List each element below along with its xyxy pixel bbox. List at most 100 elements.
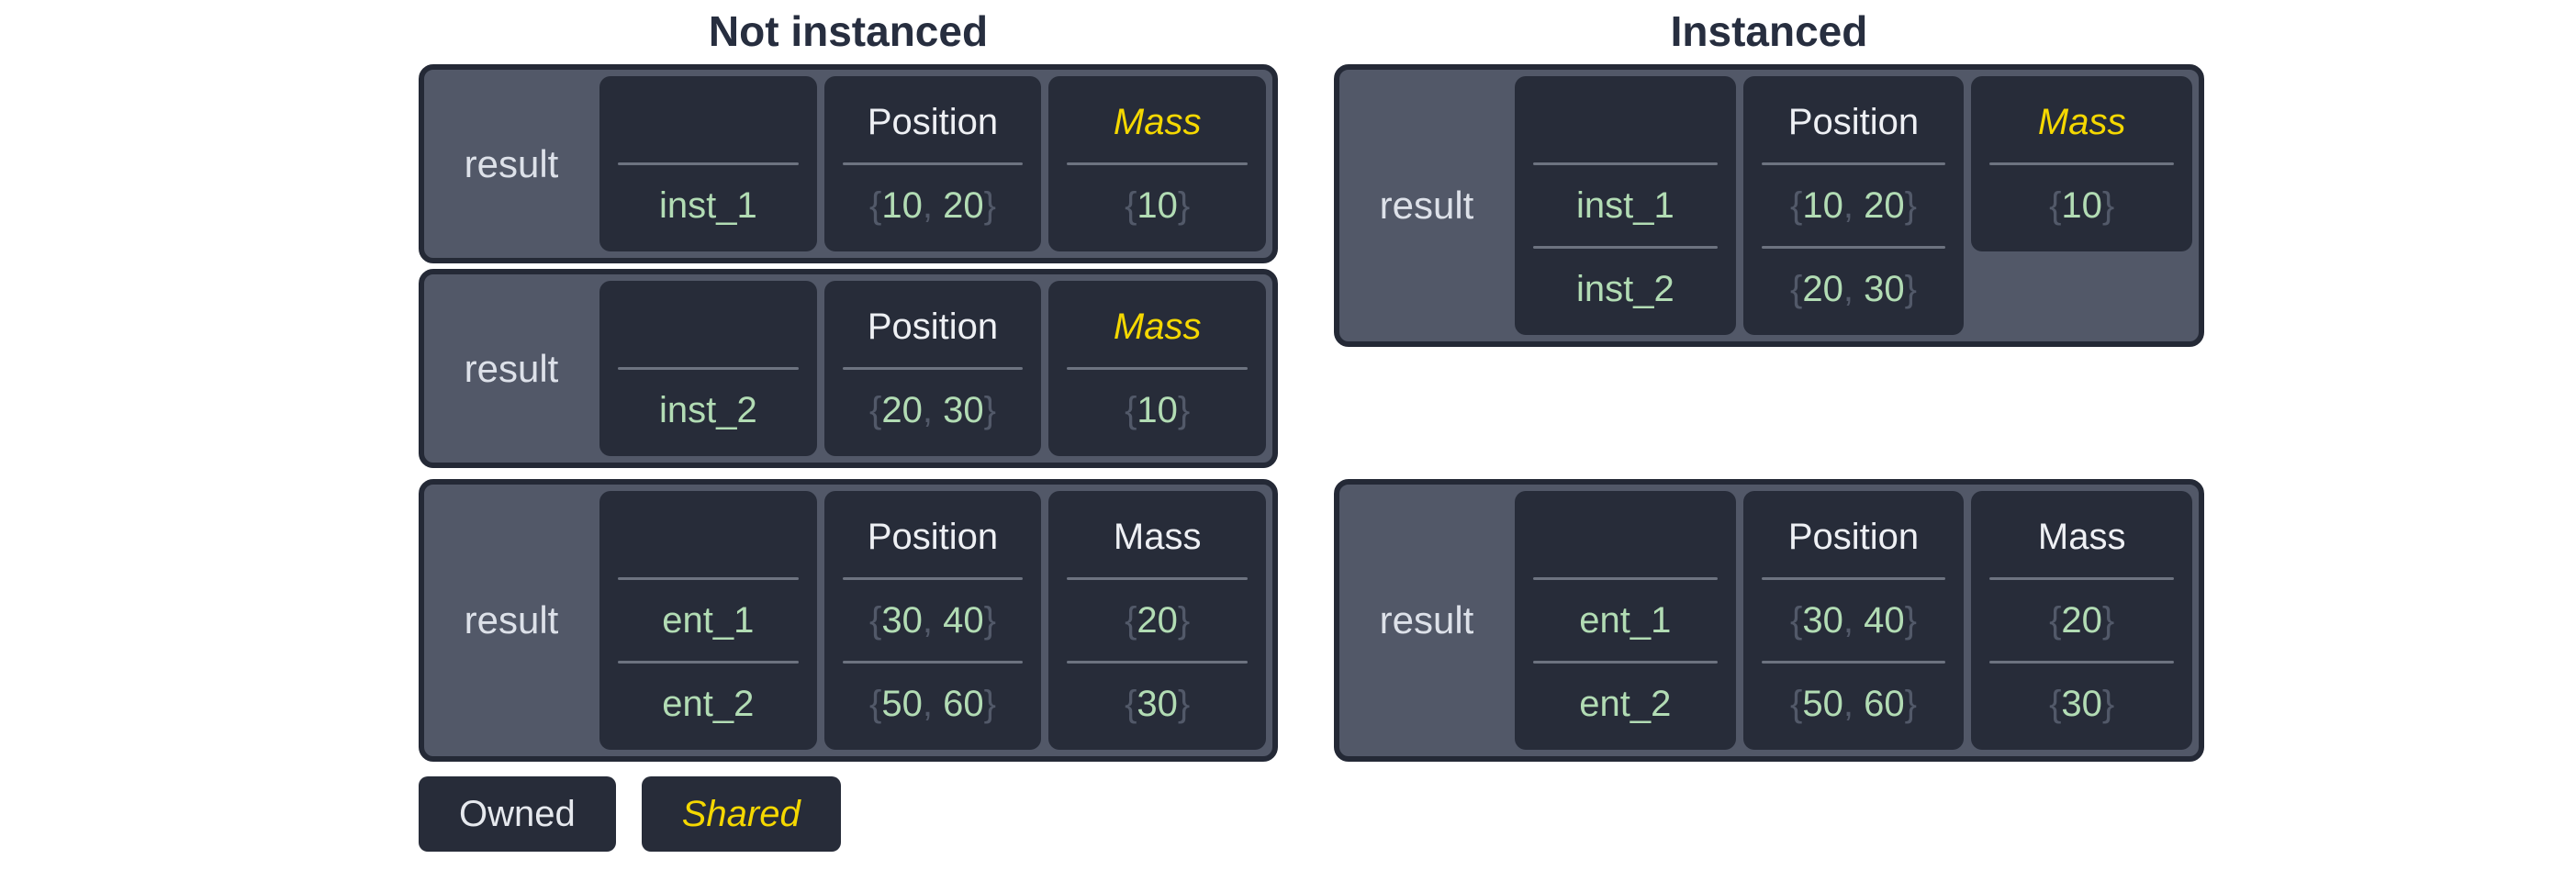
component-card: Mass{20}{30} — [1048, 491, 1267, 750]
component-card: Position{10, 20}{20, 30} — [1742, 76, 1965, 335]
value-text: 20 — [1802, 268, 1843, 309]
value-text: 20 — [881, 389, 923, 430]
shared-component-header: Mass — [1113, 101, 1202, 142]
value-punctuation: { — [869, 683, 882, 724]
cell-value: {30} — [1048, 664, 1266, 744]
not-instanced-title: Not instanced — [708, 7, 989, 55]
value-text: inst_2 — [658, 389, 757, 430]
row-divider — [1989, 162, 2175, 165]
value-punctuation: , — [922, 599, 934, 641]
row-divider — [618, 661, 799, 664]
value-punctuation: { — [1790, 683, 1803, 724]
value-text: 30 — [933, 389, 984, 430]
cell-value: {10} — [1048, 165, 1266, 246]
value-punctuation: , — [1842, 268, 1854, 309]
value-punctuation: } — [1177, 683, 1191, 724]
component-card: inst_1 — [599, 76, 817, 251]
entity-column-header-empty — [1515, 82, 1736, 162]
row-divider — [1989, 661, 2175, 664]
row-divider — [1067, 577, 1249, 580]
result-label: result — [1379, 598, 1474, 641]
result-label: result — [464, 598, 559, 641]
entity-column-header-empty — [599, 82, 817, 162]
row-divider — [618, 577, 799, 580]
cell-value: {20, 30} — [824, 370, 1042, 451]
value-punctuation: { — [2049, 184, 2062, 226]
row-divider — [1533, 661, 1718, 664]
component-card: Mass{20}{30} — [1971, 491, 2193, 750]
value-punctuation: , — [1842, 599, 1854, 641]
cards-row: inst_1 Position{10, 20} Mass {10} — [599, 76, 1267, 251]
value-text: inst_1 — [658, 184, 757, 226]
value-punctuation: { — [1125, 184, 1137, 226]
component-header: Position — [1787, 101, 1920, 142]
component-card: Mass {10} — [1048, 76, 1267, 251]
row-divider — [1761, 162, 1946, 165]
instanced-title: Instanced — [1670, 7, 1868, 55]
value-text: 40 — [1854, 599, 1905, 641]
row-divider — [1761, 661, 1946, 664]
value-text: 50 — [881, 683, 923, 724]
result-label: result — [464, 141, 559, 185]
value-punctuation: { — [1125, 599, 1137, 641]
cell-value: {10} — [1048, 370, 1266, 451]
value-punctuation: } — [2101, 683, 2115, 724]
component-header: Position — [1787, 516, 1920, 557]
entity-column-header-empty — [1515, 496, 1736, 577]
value-text: 60 — [1854, 683, 1905, 724]
component-header: Position — [867, 516, 999, 557]
row-divider — [1761, 577, 1946, 580]
legend-shared-chip: Shared — [641, 776, 841, 852]
value-punctuation: { — [1790, 184, 1803, 226]
value-punctuation: , — [1842, 184, 1854, 226]
row-divider — [1067, 367, 1249, 370]
row-divider — [1533, 246, 1718, 249]
cell-value: {20} — [1048, 580, 1266, 661]
value-punctuation: } — [1177, 184, 1191, 226]
value-punctuation: { — [1790, 599, 1803, 641]
value-text: 10 — [1802, 184, 1843, 226]
value-punctuation: { — [1125, 389, 1137, 430]
value-punctuation: , — [922, 683, 934, 724]
row-divider — [1533, 577, 1718, 580]
cell-value: {20, 30} — [1743, 249, 1965, 329]
component-card: Position{10, 20} — [823, 76, 1042, 251]
cell-value: {50, 60} — [1743, 664, 1965, 744]
value-punctuation: } — [1904, 184, 1917, 226]
entity-column-header-empty — [599, 496, 817, 577]
value-punctuation: { — [869, 389, 882, 430]
value-text: 30 — [1137, 683, 1178, 724]
value-text: 20 — [1854, 184, 1905, 226]
cell-value: {10, 20} — [824, 165, 1042, 246]
value-text: 60 — [933, 683, 984, 724]
component-card: Position{30, 40}{50, 60} — [1742, 491, 1965, 750]
value-punctuation: } — [1904, 268, 1917, 309]
value-punctuation: } — [983, 184, 996, 226]
cell-value: ent_1 — [599, 580, 817, 661]
legend-owned-chip: Owned — [419, 776, 616, 852]
value-text: 30 — [1854, 268, 1905, 309]
cell-value: ent_1 — [1515, 580, 1736, 661]
value-punctuation: , — [1842, 683, 1854, 724]
value-punctuation: } — [1904, 599, 1917, 641]
component-card: Mass{10} — [1971, 76, 2193, 251]
result-box: result inst_1 Position{10, 20} Mass {10} — [419, 64, 1278, 263]
value-text: ent_1 — [1579, 599, 1672, 641]
value-punctuation: } — [1177, 389, 1191, 430]
row-divider — [618, 367, 799, 370]
value-text: 10 — [1137, 389, 1178, 430]
value-punctuation: } — [983, 599, 996, 641]
value-text: inst_1 — [1575, 184, 1674, 226]
value-text: 40 — [933, 599, 984, 641]
